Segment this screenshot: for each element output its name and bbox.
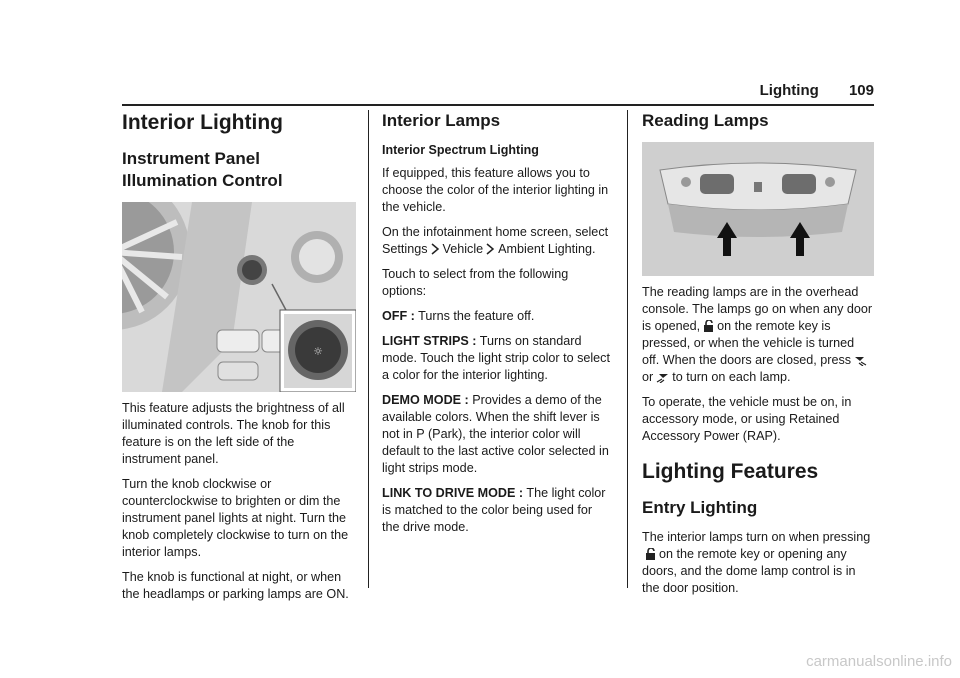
paragraph: Touch to select from the following optio… xyxy=(382,267,569,298)
paragraph: To operate, the vehicle must be on, in a… xyxy=(642,395,852,443)
option-demo-mode: DEMO MODE : Provides a demo of the avail… xyxy=(382,393,609,475)
paragraph-entry-lighting: The interior lamps turn on when pressing… xyxy=(642,530,871,595)
heading-interior-spectrum: Interior Spectrum Lighting xyxy=(382,143,539,157)
heading-reading-lamps: Reading Lamps xyxy=(642,111,769,130)
paragraph-menu-path: On the infotainment home screen, select … xyxy=(382,225,609,256)
watermark: carmanualsonline.info xyxy=(806,653,952,670)
paragraph: The knob is functional at night, or when… xyxy=(122,570,349,601)
reading-lamp-left-icon xyxy=(855,357,867,366)
heading-entry-lighting: Entry Lighting xyxy=(642,498,758,517)
column-divider-2 xyxy=(627,110,628,588)
column-3: Reading Lamps The reading lamps are in t… xyxy=(642,110,874,605)
paragraph-reading-lamps: The reading lamps are in the overhead co… xyxy=(642,285,873,384)
page-number: 109 xyxy=(848,82,874,99)
heading-interior-lamps: Interior Lamps xyxy=(382,111,501,130)
reading-lamp-right-icon xyxy=(656,374,669,383)
heading-interior-lighting: Interior Lighting xyxy=(122,111,283,134)
section-title: Lighting xyxy=(759,82,819,99)
header-rule xyxy=(122,104,874,106)
svg-text:☼: ☼ xyxy=(313,345,323,358)
instrument-panel-knob-figure: ☼ xyxy=(122,202,356,392)
column-1: Interior Lighting Instrument Panel Illum… xyxy=(122,110,356,611)
column-2: Interior Lamps Interior Spectrum Lightin… xyxy=(382,110,610,544)
heading-lighting-features: Lighting Features xyxy=(642,460,819,483)
chevron-right-icon xyxy=(431,243,439,255)
paragraph: If equipped, this feature allows you to … xyxy=(382,166,609,214)
option-light-strips: LIGHT STRIPS : Turns on standard mode. T… xyxy=(382,334,610,382)
heading-instrument-panel: Instrument Panel Illumination Control xyxy=(122,149,283,190)
reading-lamps-figure xyxy=(642,142,874,276)
option-off: OFF : Turns the feature off. xyxy=(382,309,535,323)
paragraph: This feature adjusts the brightness of a… xyxy=(122,401,345,466)
unlock-key-icon xyxy=(646,548,655,560)
page-header: Lighting 109 xyxy=(760,82,874,99)
column-divider-1 xyxy=(368,110,369,588)
unlock-key-icon xyxy=(704,320,714,332)
option-link-to-drive-mode: LINK TO DRIVE MODE : The light color is … xyxy=(382,486,606,534)
chevron-right-icon xyxy=(486,243,495,255)
paragraph: Turn the knob clockwise or counterclockw… xyxy=(122,477,349,559)
